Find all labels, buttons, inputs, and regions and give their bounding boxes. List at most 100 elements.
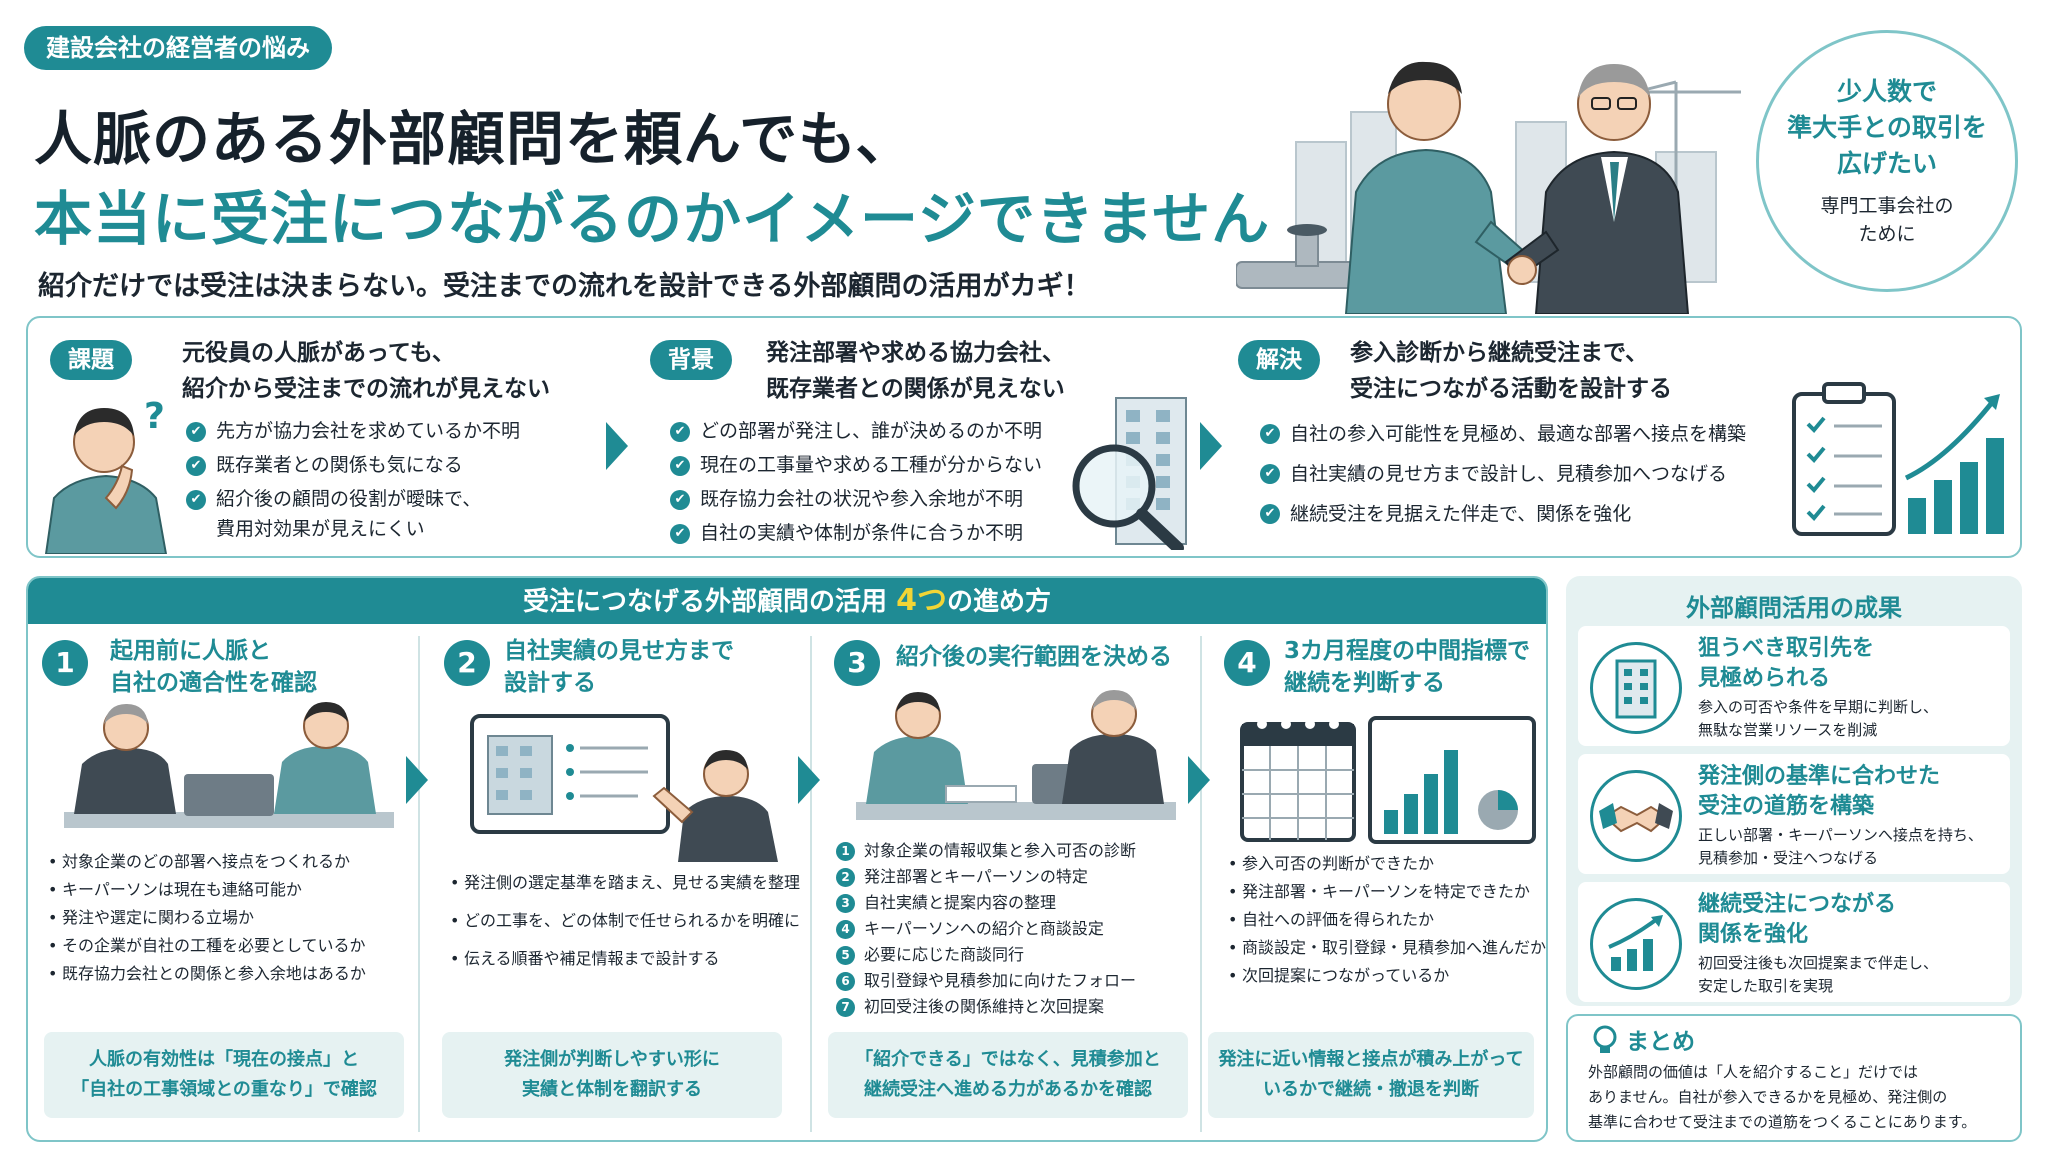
list-item: ✔既存協力会社の状況や参入余地が不明 — [670, 482, 1042, 516]
problem-title2: 紹介から受注までの流れが見えない — [182, 376, 550, 402]
step-number: 2 — [444, 640, 490, 686]
solution-list: ✔自社の参入可能性を見極め、最適な部署へ接点を構築 ✔自社実績の見せ方まで設計し… — [1260, 414, 1746, 534]
calendar-chart-icon — [1240, 716, 1536, 844]
step-divider — [418, 636, 420, 1132]
step-number: 3 — [834, 640, 880, 686]
meeting-illustration — [64, 702, 394, 828]
handshake-icon — [1590, 770, 1682, 862]
circle-line2: 準大手との取引を — [1787, 113, 1987, 142]
list-item: 発注部署・キーパーソンを特定できたか — [1226, 878, 1546, 906]
step-title: 3カ月程度の中間指標で — [1284, 638, 1531, 664]
background-title1: 発注部署や求める協力会社、 — [766, 340, 1065, 366]
circle-sub2: ために — [1858, 223, 1916, 245]
solution-tag: 解決 — [1238, 340, 1320, 380]
step-title: 起用前に人脈と — [110, 638, 271, 664]
step4-list: 参入可否の判断ができたか 発注部署・キーパーソンを特定できたか 自社への評価を得… — [1226, 850, 1546, 990]
page-title-line2: 本当に受注につながるのかイメージできません — [34, 185, 1271, 253]
check-icon: ✔ — [1260, 464, 1280, 484]
check-icon: ✔ — [1260, 424, 1280, 444]
result-title: 狙うべき取引先を見極められる — [1698, 636, 1875, 691]
step2-note: 発注側が判断しやすい形に 実績と体制を翻訳する — [442, 1032, 782, 1118]
list-item: ✔継続受注を見据えた伴走で、関係を強化 — [1260, 494, 1746, 534]
result-card: 継続受注につながる関係を強化 初回受注後も次回提案まで伴走し、安定した取引を実現 — [1578, 882, 2010, 1002]
arrow-right-icon — [1188, 756, 1210, 804]
step3-note: 「紹介できる」ではなく、見積参加と 継続受注へ進める力があるかを確認 — [828, 1032, 1188, 1118]
list-item: 伝える順番や補足情報まで設計する — [448, 940, 800, 978]
step-title: 継続を判断する — [1284, 670, 1445, 696]
circle-sub1: 専門工事会社の — [1820, 195, 1954, 217]
consultation-illustration — [856, 690, 1176, 820]
step-number: 4 — [1224, 640, 1270, 686]
circle-line1: 少人数で — [1836, 77, 1937, 106]
list-item: ✔自社実績の見せ方まで設計し、見積参加へつなげる — [1260, 454, 1746, 494]
circle-line3: 広げたい — [1836, 149, 1937, 178]
step1-list: 対象企業のどの部署へ接点をつくれるか キーパーソンは現在も連絡可能か 発注や選定… — [46, 848, 366, 988]
arrow-right-icon — [406, 756, 428, 804]
background-title2: 既存業者との関係が見えない — [766, 376, 1065, 402]
arrow-right-icon — [798, 756, 820, 804]
result-desc: 参入の可否や条件を早期に判断し、無駄な営業リソースを削減 — [1698, 698, 1939, 739]
list-item: ✔紹介後の顧問の役割が曖昧で、 — [186, 482, 520, 516]
building-icon — [1590, 642, 1682, 734]
result-desc: 正しい部署・キーパーソンへ接点を持ち、見積参加・受注へつなげる — [1698, 826, 1983, 867]
check-icon: ✔ — [670, 524, 690, 544]
problem-tag: 課題 — [50, 340, 132, 380]
check-icon: ✔ — [670, 456, 690, 476]
arrow-right-icon — [606, 422, 628, 470]
steps-heading: 受注につなげる外部顧問の活用 4つの進め方 — [28, 578, 1546, 624]
summary-title: まとめ — [1626, 1029, 1695, 1055]
list-item: 既存協力会社との関係と参入余地はあるか — [46, 960, 366, 988]
summary-text: 外部顧問の価値は「人を紹介すること」だけでは ありません。自社が参入できるかを見… — [1588, 1063, 1977, 1131]
handshake-illustration — [1236, 61, 1741, 314]
check-icon: ✔ — [670, 490, 690, 510]
list-item: ✔自社の参入可能性を見極め、最適な部署へ接点を構築 — [1260, 414, 1746, 454]
list-item: ✔先方が協力会社を求めているか不明 — [186, 414, 520, 448]
checklist-growth-icon — [1792, 382, 2004, 536]
list-item: 参入可否の判断ができたか — [1226, 850, 1546, 878]
result-title: 発注側の基準に合わせた受注の道筋を構築 — [1698, 764, 1941, 819]
list-item: 自社への評価を得られたか — [1226, 906, 1546, 934]
check-icon: ✔ — [186, 490, 206, 510]
check-icon: ✔ — [186, 456, 206, 476]
growth-chart-icon — [1590, 898, 1682, 990]
result-card: 狙うべき取引先を見極められる 参入の可否や条件を早期に判断し、無駄な営業リソース… — [1578, 626, 2010, 746]
page-subtitle: 紹介だけでは受注は決まらない。受注までの流れを設計できる外部顧問の活用がカギ！ — [38, 271, 1091, 302]
list-item: 費用対効果が見えにくい — [216, 518, 425, 540]
step2-list: 発注側の選定基準を踏まえ、見せる実績を整理 どの工事を、どの体制で任せられるかを… — [448, 864, 800, 978]
check-icon: ✔ — [670, 422, 690, 442]
list-item: 対象企業のどの部署へ接点をつくれるか — [46, 848, 366, 876]
step-number: 1 — [42, 640, 88, 686]
solution-title2: 受注につながる活動を設計する — [1350, 376, 1672, 402]
arrow-right-icon — [1200, 422, 1222, 470]
worried-worker-icon: ? — [44, 396, 168, 554]
list-item: 商談設定・取引登録・見積参加へ進んだか — [1226, 934, 1546, 962]
step-title: 自社の適合性を確認 — [110, 670, 317, 696]
list-item: ✔どの部署が発注し、誰が決めるのか不明 — [670, 414, 1042, 448]
background-list: ✔どの部署が発注し、誰が決めるのか不明 ✔現在の工事量や求める工種が分からない … — [670, 414, 1042, 550]
step-title: 紹介後の実行範囲を決める — [896, 644, 1172, 670]
list-item: その企業が自社の工種を必要としているか — [46, 932, 366, 960]
problem-background-solution-panel: 課題 元役員の人脈があっても、 紹介から受注までの流れが見えない ? ✔先方が協… — [26, 316, 2022, 558]
header-tag: 建設会社の経営者の悩み — [24, 26, 332, 70]
step-title: 設計する — [504, 670, 596, 696]
results-panel: 外部顧問活用の成果 狙うべき取引先を見極められる 参入の可否や条件を早期に判断し… — [1566, 576, 2022, 1006]
list-item: ✔既存業者との関係も気になる — [186, 448, 520, 482]
list-item: 発注や選定に関わる立場か — [46, 904, 366, 932]
list-item: どの工事を、どの体制で任せられるかを明確に — [448, 902, 800, 940]
solution-title1: 参入診断から継続受注まで、 — [1350, 340, 1649, 366]
background-tag: 背景 — [650, 340, 732, 380]
check-icon: ✔ — [1260, 504, 1280, 524]
problem-title1: 元役員の人脈があっても、 — [182, 340, 456, 366]
step-divider — [810, 636, 812, 1132]
check-icon: ✔ — [186, 422, 206, 442]
step-divider — [1200, 636, 1202, 1132]
list-item: 発注側の選定基準を踏まえ、見せる実績を整理 — [448, 864, 800, 902]
